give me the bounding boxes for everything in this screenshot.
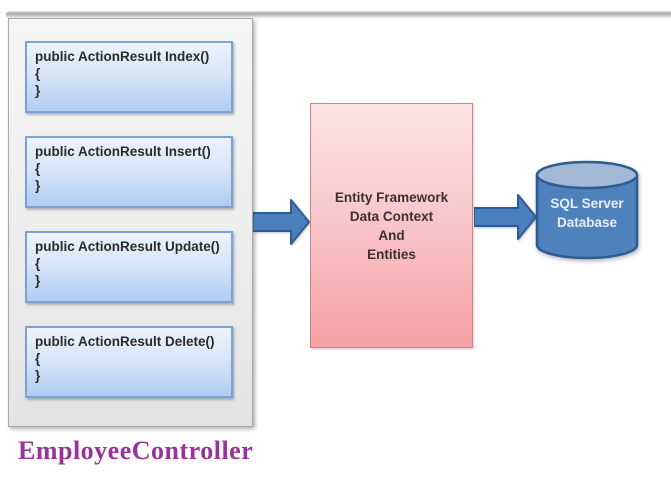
database-cylinder-icon [535, 160, 639, 260]
entity-framework-box: Entity Framework Data Context And Entiti… [310, 103, 473, 348]
brace-open-line: { [35, 66, 41, 81]
brace-open-line: { [35, 161, 41, 176]
arrow-outline [253, 199, 310, 245]
brace-close-line: } [35, 178, 41, 193]
arrow-shape [253, 200, 309, 244]
method-signature: public ActionResult Update() [35, 239, 220, 254]
ef-box-line: Entities [367, 246, 416, 262]
database-label-line: Database [556, 215, 618, 230]
ef-box-line: Data Context [349, 208, 434, 224]
method-signature: public ActionResult Delete() [35, 334, 215, 349]
database-label-line: SQL Server [550, 196, 624, 211]
brace-close-line: } [35, 368, 41, 383]
database-label: SQL Server Database [535, 194, 639, 232]
cylinder-top [537, 162, 637, 188]
method-box-delete: public ActionResult Delete() { } [25, 326, 233, 398]
method-box-update: public ActionResult Update() { } [25, 231, 233, 303]
controller-label: EmployeeController [18, 436, 254, 465]
brace-open-line: { [35, 351, 41, 366]
page-divider-line [6, 11, 671, 19]
arrow-ef-to-database-icon [474, 194, 537, 240]
cylinder-body-outline [535, 175, 639, 260]
ef-box-line: Entity Framework [334, 189, 449, 205]
cylinder-top-outline [535, 160, 639, 190]
brace-close-line: } [35, 273, 41, 288]
brace-open-line: { [35, 256, 41, 271]
method-box-insert: public ActionResult Insert() { } [25, 136, 233, 208]
cylinder-body [537, 175, 637, 258]
brace-close-line: } [35, 83, 41, 98]
arrow-outline [474, 194, 537, 240]
method-box-index: public ActionResult Index() { } [25, 41, 233, 113]
ef-box-line: And [378, 227, 405, 243]
arrow-controller-to-ef-icon [253, 199, 310, 245]
arrow-shape [474, 195, 536, 239]
method-signature: public ActionResult Insert() [35, 144, 211, 159]
method-signature: public ActionResult Index() [35, 49, 210, 64]
employee-controller-panel: public ActionResult Index() { } public A… [8, 18, 253, 427]
